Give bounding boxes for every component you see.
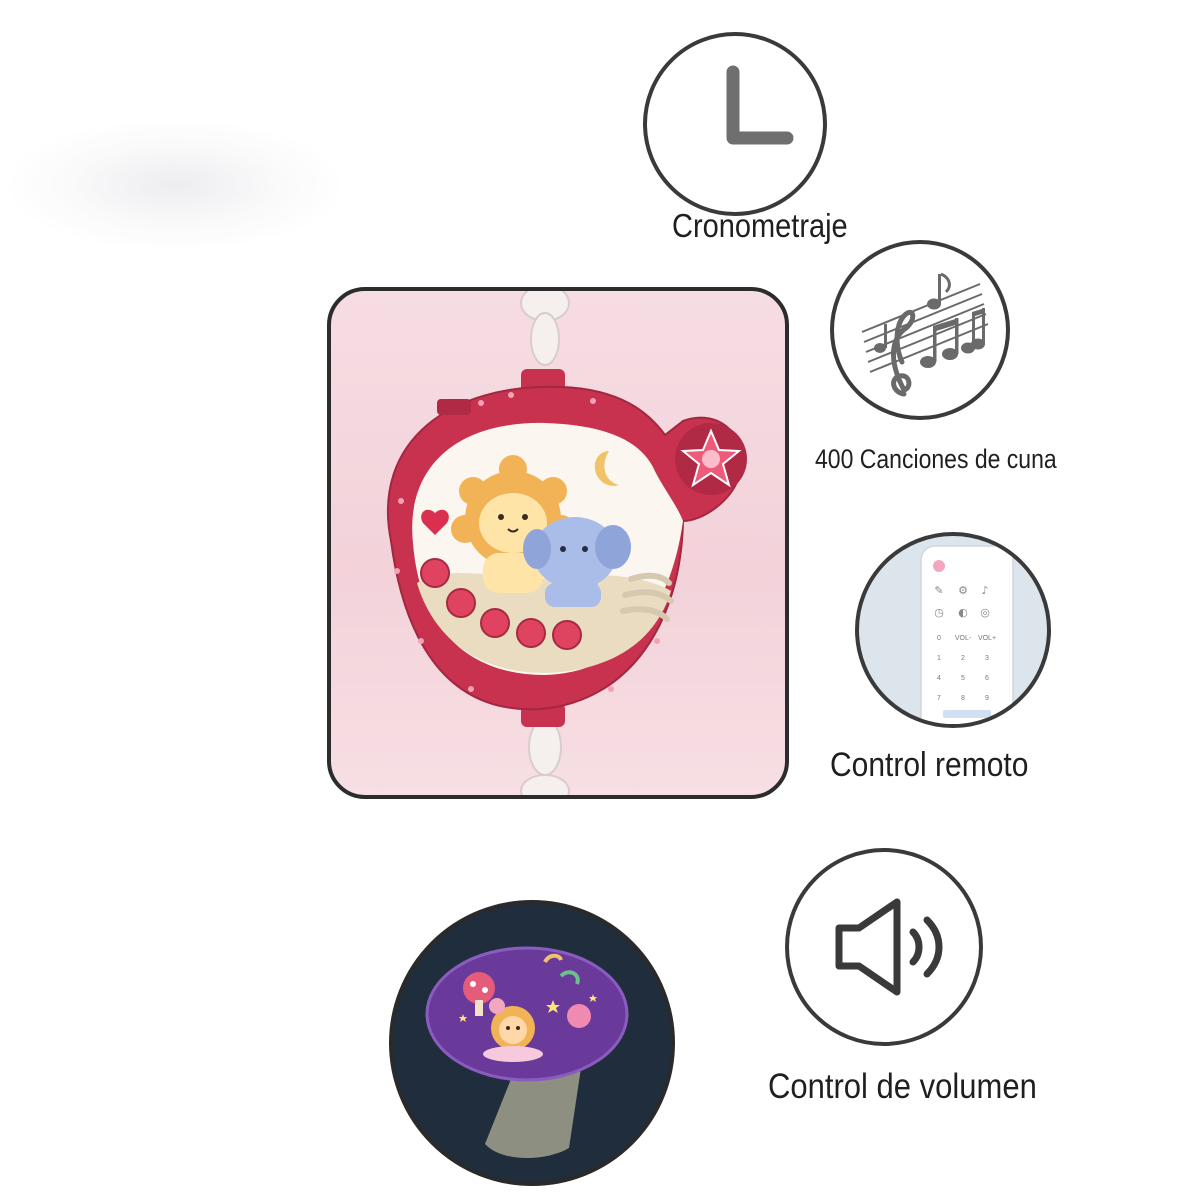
remote-key-vol-plus: VOL+ [978, 635, 996, 642]
speaker-volume-icon [835, 898, 943, 996]
songs-label: 400 Canciones de cuna [815, 444, 1057, 474]
remote-key-8: 8 [961, 695, 965, 702]
projection-feature-circle [389, 900, 675, 1186]
svg-text:⚙: ⚙ [958, 584, 968, 597]
svg-text:◐: ◐ [958, 606, 968, 619]
remote-control-icon: ✎ ⚙ ♪ ◷ ◐ ◎ 0 VOL- VOL+ 1 2 3 4 5 6 7 8 … [920, 545, 1014, 724]
volume-feature-circle [785, 848, 983, 1046]
timer-feature-circle [643, 32, 827, 216]
svg-text:◷: ◷ [934, 606, 944, 619]
svg-text:✎: ✎ [934, 584, 943, 597]
background-smudge [10, 120, 340, 250]
music-notes-icon [861, 272, 989, 397]
remote-key-1: 1 [937, 655, 941, 662]
remote-key-2: 2 [961, 655, 965, 662]
remote-key-5: 5 [961, 675, 965, 682]
clock-l-icon [726, 65, 794, 145]
music-box-illustration [386, 291, 747, 795]
remote-key-0: 0 [937, 635, 941, 642]
songs-feature-circle [830, 240, 1010, 420]
remote-key-4: 4 [937, 675, 941, 682]
volume-label: Control de volumen [768, 1066, 1037, 1107]
svg-text:♪: ♪ [981, 584, 988, 597]
remote-key-6: 6 [985, 675, 989, 682]
timer-label: Cronometraje [672, 208, 848, 245]
remote-key-9: 9 [985, 695, 989, 702]
remote-key-3: 3 [985, 655, 989, 662]
remote-key-vol-minus: VOL- [955, 635, 972, 642]
remote-label: Control remoto [830, 746, 1029, 784]
remote-key-7: 7 [937, 695, 941, 702]
projection-illustration [425, 946, 629, 1159]
remote-feature-circle: ✎ ⚙ ♪ ◷ ◐ ◎ 0 VOL- VOL+ 1 2 3 4 5 6 7 8 … [855, 532, 1051, 728]
product-image-card [327, 287, 789, 799]
svg-text:◎: ◎ [980, 606, 990, 619]
